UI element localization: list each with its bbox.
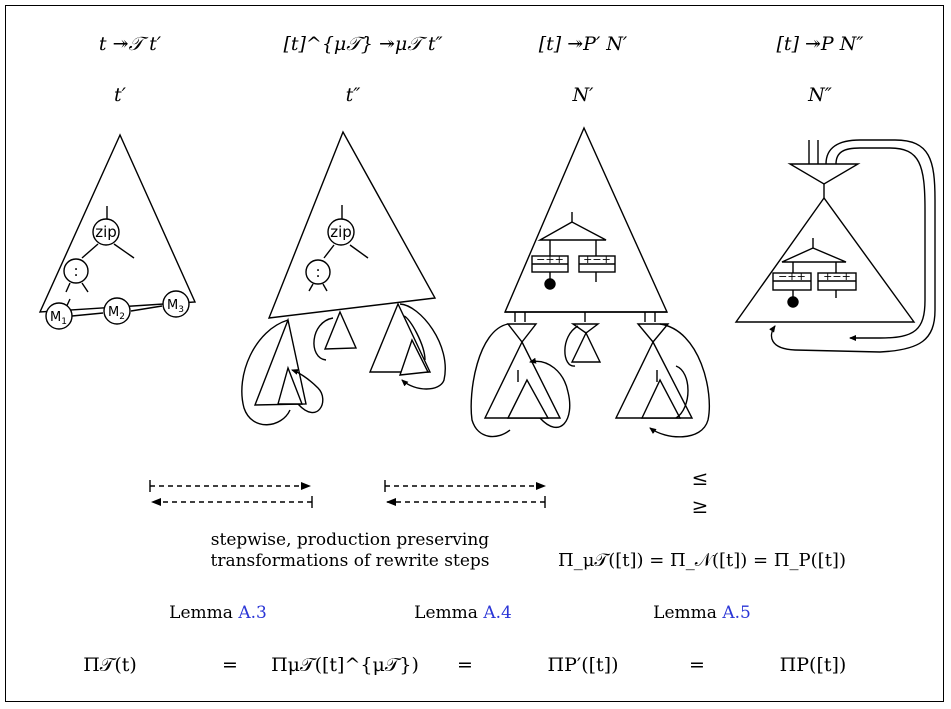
dashed-arrow-pair-2-ticks (384, 480, 546, 508)
m3-node (162, 290, 190, 318)
caption-line-1: stepwise, production preserving (210, 530, 490, 550)
lemma-a5: Lemma A.5 (653, 603, 751, 623)
box-pair-n-prime (531, 255, 616, 290)
lemma-a4: Lemma A.4 (414, 603, 512, 623)
caption-line-2: transformations of rewrite steps (210, 551, 490, 571)
box-label-left-2: −++ (778, 270, 806, 283)
lemma-a3: Lemma A.3 (169, 603, 267, 623)
figure-frame (5, 5, 944, 702)
m1-node (45, 302, 73, 330)
box-label-right-2: +−+ (823, 270, 851, 283)
header-col-4: [t] ↠P N″ (776, 33, 864, 55)
dashed-arrow-pair-1 (150, 482, 312, 506)
cons-node-2 (305, 259, 331, 285)
zip-label-1: zip (95, 223, 117, 241)
box-label-left-1: −++ (536, 253, 564, 266)
cons-label-1: : (73, 262, 78, 280)
equals-2: = (457, 654, 473, 676)
ge-symbol: ≥ (691, 494, 709, 518)
dashed-arrow-pair-2 (385, 482, 546, 506)
net-n-double-prime (734, 139, 936, 353)
pi-t-expression: Π𝒯(t) (83, 654, 137, 676)
m2-node (103, 297, 131, 325)
m1-label: M1 (50, 310, 67, 327)
zip-node-2 (327, 218, 355, 246)
cons-node-1 (63, 258, 89, 284)
header-col-3: [t] ↠P′ N′ (538, 33, 628, 55)
header-col-1: t ↠𝒯 t′ (98, 33, 162, 55)
pi-p-prime-expression: ΠP′([t]) (547, 654, 619, 676)
label-t-prime: t′ (114, 84, 126, 106)
net-n-prime (470, 126, 711, 438)
equals-1: = (222, 654, 238, 676)
header-col-2: [t]^{μ𝒯} ↠μ𝒯 t″ (283, 33, 443, 55)
le-symbol: ≤ (691, 466, 709, 490)
zip-node-1 (92, 218, 120, 246)
m3-label: M3 (167, 298, 184, 315)
cons-label-2: : (315, 263, 320, 281)
tree-t-double-prime (241, 130, 446, 426)
label-n-prime: N′ (572, 84, 594, 106)
box-pair-n-double-prime (772, 272, 857, 308)
pi-p-expression: ΠP([t]) (779, 654, 847, 676)
label-t-double-prime: t″ (345, 84, 361, 106)
projection-identity: Π_μ𝒯([t]) = Π_𝒩([t]) = Π_P([t]) (558, 550, 846, 571)
zip-label-2: zip (330, 223, 352, 241)
box-label-right-1: +−+ (583, 253, 611, 266)
m2-label: M2 (108, 305, 125, 322)
equals-3: = (689, 654, 705, 676)
label-n-double-prime: N″ (808, 84, 832, 106)
dashed-arrow-pair-1-ticks (149, 480, 313, 508)
pi-mu-t-expression: Πμ𝒯([t]^{μ𝒯}) (271, 654, 419, 676)
